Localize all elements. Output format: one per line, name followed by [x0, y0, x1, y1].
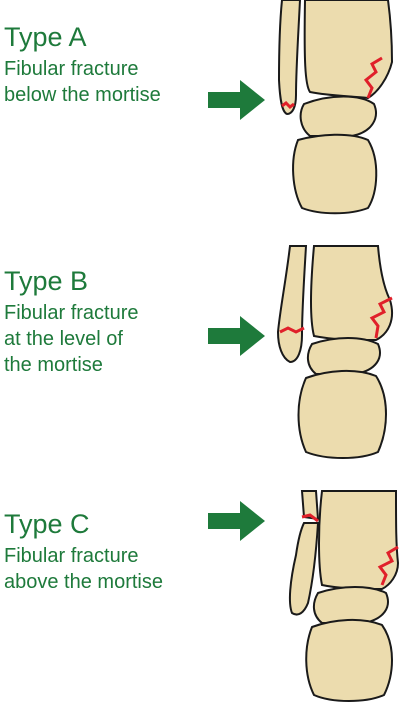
type-b-panel: Type B Fibular fracture at the level of …: [0, 240, 405, 465]
type-b-line-2: at the level of: [4, 328, 123, 350]
type-a-title: Type A: [4, 22, 87, 52]
arrow-right-icon: [208, 80, 265, 120]
type-b-line-3: the mortise: [4, 354, 103, 376]
type-c-ankle-illustration: [208, 490, 400, 702]
type-c-title: Type C: [4, 509, 90, 539]
type-a-panel: Type A Fibular fracture below the mortis…: [0, 0, 405, 225]
type-b-title: Type B: [4, 266, 89, 296]
type-c-description: Fibular fracture above the mortise: [4, 543, 163, 595]
type-c-line-2: above the mortise: [4, 571, 163, 593]
type-b-ankle-illustration: [208, 245, 394, 459]
type-b-line-1: Fibular fracture: [4, 302, 139, 324]
type-a-line-1: Fibular fracture: [4, 58, 139, 80]
type-a-line-2: below the mortise: [4, 84, 161, 106]
type-a-description: Fibular fracture below the mortise: [4, 56, 161, 108]
type-a-ankle-illustration: [208, 0, 394, 215]
arrow-right-icon: [208, 501, 265, 541]
arrow-right-icon: [208, 316, 265, 356]
type-c-line-1: Fibular fracture: [4, 545, 139, 567]
type-c-panel: Type C Fibular fracture above the mortis…: [0, 485, 405, 705]
type-b-description: Fibular fracture at the level of the mor…: [4, 300, 139, 378]
